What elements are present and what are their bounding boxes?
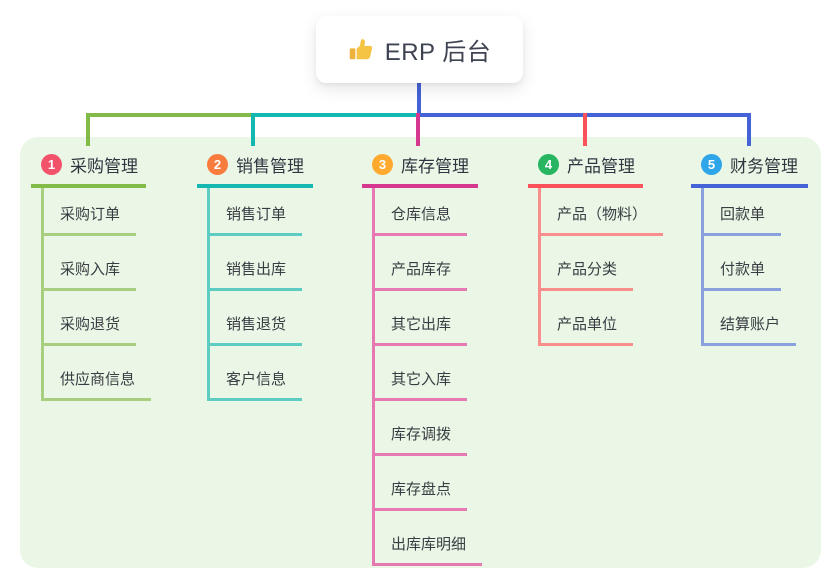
connector-drop-2 bbox=[251, 113, 255, 146]
child-node[interactable]: 销售订单 bbox=[210, 188, 303, 236]
branch-node[interactable]: 1 采购管理 bbox=[31, 149, 146, 188]
branch-children: 产品（物料） 产品分类 产品单位 bbox=[538, 188, 664, 346]
connector-drop-1 bbox=[86, 113, 90, 146]
child-node[interactable]: 库存调拨 bbox=[375, 401, 468, 456]
branch-5-finance: 5 财务管理 回款单 付款单 结算账户 bbox=[691, 149, 808, 346]
branch-children: 采购订单 采购入库 采购退货 供应商信息 bbox=[41, 188, 152, 401]
root-node[interactable]: ERP 后台 bbox=[316, 16, 523, 83]
child-node[interactable]: 出库库明细 bbox=[375, 511, 483, 566]
branch-number-badge: 1 bbox=[41, 154, 62, 175]
branch-label: 销售管理 bbox=[236, 157, 304, 176]
connector-drop-3 bbox=[416, 113, 420, 146]
root-connector-line bbox=[417, 82, 421, 117]
thumbs-up-icon bbox=[348, 37, 374, 63]
branch-children: 回款单 付款单 结算账户 bbox=[701, 188, 808, 346]
branch-node[interactable]: 4 产品管理 bbox=[528, 149, 643, 188]
child-node[interactable]: 采购退货 bbox=[44, 291, 137, 346]
branch-label: 产品管理 bbox=[567, 157, 635, 176]
child-node[interactable]: 客户信息 bbox=[210, 346, 303, 401]
connector-drop-5 bbox=[747, 113, 751, 146]
branch-3-inventory: 3 库存管理 仓库信息 产品库存 其它出库 其它入库 库存调拨 库存盘点 出库库… bbox=[362, 149, 483, 566]
branch-label: 财务管理 bbox=[730, 157, 798, 176]
child-node[interactable]: 结算账户 bbox=[704, 291, 797, 346]
branch-label: 库存管理 bbox=[401, 157, 469, 176]
connector-bus-mid bbox=[251, 113, 419, 117]
branch-number-badge: 5 bbox=[701, 154, 722, 175]
child-node[interactable]: 采购订单 bbox=[44, 188, 137, 236]
branch-number-badge: 2 bbox=[207, 154, 228, 175]
branch-1-purchase: 1 采购管理 采购订单 采购入库 采购退货 供应商信息 bbox=[31, 149, 152, 401]
child-node[interactable]: 产品库存 bbox=[375, 236, 468, 291]
branch-2-sales: 2 销售管理 销售订单 销售出库 销售退货 客户信息 bbox=[197, 149, 313, 401]
connector-drop-4 bbox=[583, 113, 587, 146]
child-node[interactable]: 销售出库 bbox=[210, 236, 303, 291]
connector-bus-left bbox=[86, 113, 253, 117]
branch-number-badge: 3 bbox=[372, 154, 393, 175]
branch-label: 采购管理 bbox=[70, 157, 138, 176]
child-node[interactable]: 产品（物料） bbox=[541, 188, 664, 236]
child-node[interactable]: 供应商信息 bbox=[44, 346, 152, 401]
child-node[interactable]: 仓库信息 bbox=[375, 188, 468, 236]
child-node[interactable]: 其它入库 bbox=[375, 346, 468, 401]
child-node[interactable]: 销售退货 bbox=[210, 291, 303, 346]
branch-panel bbox=[20, 137, 821, 568]
child-node[interactable]: 产品单位 bbox=[541, 291, 634, 346]
root-node-label: ERP 后台 bbox=[384, 39, 492, 66]
branch-children: 销售订单 销售出库 销售退货 客户信息 bbox=[207, 188, 313, 401]
child-node[interactable]: 产品分类 bbox=[541, 236, 634, 291]
branch-number-badge: 4 bbox=[538, 154, 559, 175]
child-node[interactable]: 付款单 bbox=[704, 236, 782, 291]
branch-4-product: 4 产品管理 产品（物料） 产品分类 产品单位 bbox=[528, 149, 664, 346]
child-node[interactable]: 回款单 bbox=[704, 188, 782, 236]
branch-node[interactable]: 2 销售管理 bbox=[197, 149, 313, 188]
child-node[interactable]: 采购入库 bbox=[44, 236, 137, 291]
child-node[interactable]: 库存盘点 bbox=[375, 456, 468, 511]
child-node[interactable]: 其它出库 bbox=[375, 291, 468, 346]
branch-children: 仓库信息 产品库存 其它出库 其它入库 库存调拨 库存盘点 出库库明细 bbox=[372, 188, 483, 566]
branch-node[interactable]: 3 库存管理 bbox=[362, 149, 478, 188]
branch-node[interactable]: 5 财务管理 bbox=[691, 149, 808, 188]
